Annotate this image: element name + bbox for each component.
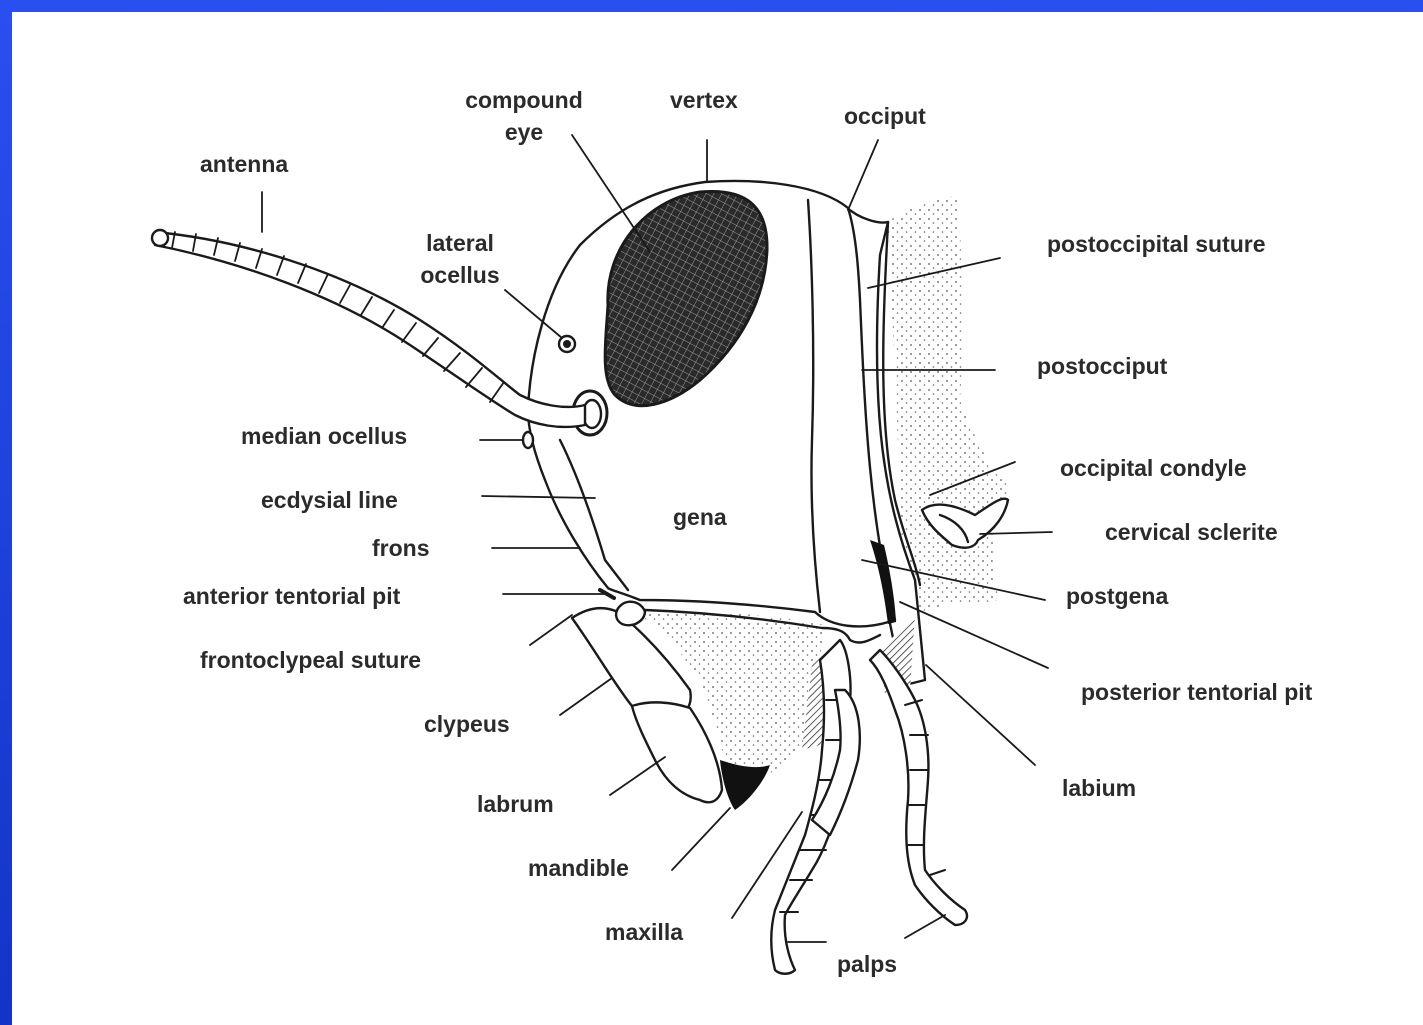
leader-clypeus — [560, 678, 612, 715]
label-postoccipital-suture: postoccipital suture — [1047, 228, 1266, 260]
label-frons: frons — [372, 532, 430, 564]
median-ocellus-shape — [523, 432, 533, 448]
label-postgena: postgena — [1066, 580, 1168, 612]
label-compound-eye: compound eye — [450, 84, 598, 148]
leader-frontoclypeal-suture — [530, 615, 572, 645]
label-postocciput: postocciput — [1037, 350, 1167, 382]
label-posterior-tentorial-pit: posterior tentorial pit — [1081, 676, 1312, 708]
labrum-shape — [632, 702, 722, 802]
leader-labium — [926, 665, 1035, 765]
label-labrum: labrum — [477, 788, 554, 820]
label-vertex: vertex — [670, 84, 738, 116]
label-cervical-sclerite: cervical sclerite — [1105, 516, 1278, 548]
label-ecdysial-line: ecdysial line — [261, 484, 398, 516]
label-mandible: mandible — [528, 852, 629, 884]
label-anterior-tentorial-pit: anterior tentorial pit — [183, 580, 400, 612]
label-labium: labium — [1062, 772, 1136, 804]
label-lateral-ocellus: lateral ocellus — [410, 227, 510, 291]
leader-occiput — [848, 140, 878, 210]
label-median-ocellus: median ocellus — [241, 420, 407, 452]
leader-labrum — [610, 757, 665, 795]
label-maxilla: maxilla — [605, 916, 683, 948]
label-antenna: antenna — [200, 148, 288, 180]
label-frontoclypeal-suture: frontoclypeal suture — [200, 644, 421, 676]
label-palps: palps — [837, 948, 897, 980]
label-occiput: occiput — [844, 100, 926, 132]
label-occipital-condyle: occipital condyle — [1060, 452, 1247, 484]
label-clypeus: clypeus — [424, 708, 510, 740]
neck-membrane — [888, 196, 1010, 612]
label-gena: gena — [673, 501, 727, 533]
antenna-shape — [155, 232, 585, 427]
leader-mandible — [672, 808, 730, 870]
mandible-shape — [720, 760, 770, 810]
labium-shape — [870, 650, 967, 925]
leader-palps-right — [905, 915, 945, 938]
